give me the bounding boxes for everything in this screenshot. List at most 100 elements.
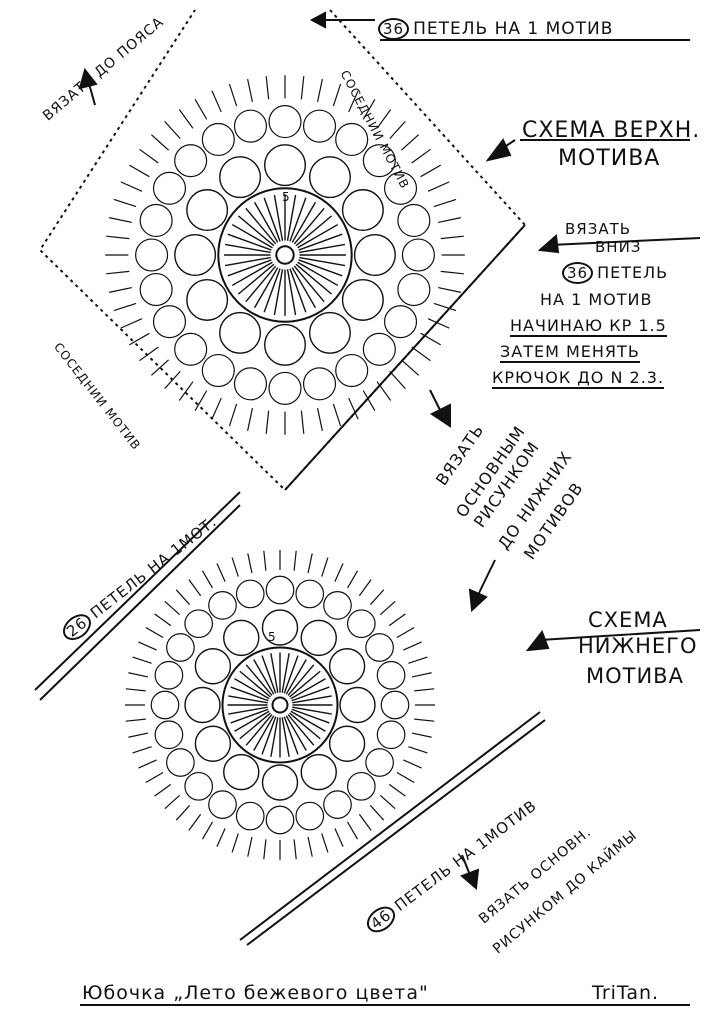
stitch-spoke: [290, 710, 326, 732]
border-stitch: [247, 836, 253, 857]
stitch-spoke: [239, 712, 271, 740]
border-stitch: [125, 718, 146, 722]
border-stitch: [438, 217, 461, 224]
border-stitch: [400, 359, 420, 376]
border-stitch: [379, 600, 396, 616]
stitch-spoke: [289, 712, 321, 740]
border-stitch: [128, 732, 149, 738]
down-count-circle: 36: [562, 262, 594, 284]
stitch-spoke: [270, 653, 279, 693]
petal-loop: [186, 278, 229, 321]
border-stitch: [145, 626, 164, 639]
border-stitch: [145, 771, 164, 784]
petal-loop: [339, 686, 376, 724]
border-stitch: [334, 828, 344, 847]
stitch-spoke: [283, 716, 299, 755]
petal-loop: [300, 619, 337, 657]
stitch-spoke: [234, 678, 270, 700]
border-stitch: [411, 148, 431, 164]
outer-arch: [383, 305, 418, 339]
outer-arch: [201, 353, 235, 388]
stitch-spoke: [291, 708, 330, 724]
border-stitch: [369, 804, 385, 821]
petal-loop: [219, 311, 262, 354]
border-stitch: [120, 181, 143, 192]
border-stitch: [113, 302, 137, 312]
stitch-spoke: [230, 708, 269, 724]
stitch-spoke: [287, 714, 315, 746]
stitch-spoke: [291, 686, 330, 702]
outer-arch: [152, 305, 187, 339]
outer-arch: [139, 272, 173, 307]
border-stitch: [411, 732, 432, 738]
stitch-spoke: [253, 659, 275, 695]
border-stitch: [194, 390, 208, 412]
border-stitch: [150, 134, 170, 151]
border-stitch: [109, 217, 132, 224]
stitch-spoke: [286, 194, 297, 241]
petal-loop: [353, 233, 396, 276]
border-stitch: [201, 821, 214, 840]
petal-loop: [223, 619, 260, 657]
outer-arch: [335, 122, 369, 157]
outer-arch: [235, 801, 265, 831]
stitch-spoke: [289, 268, 307, 313]
border-stitch: [263, 550, 267, 571]
stitch-spoke: [245, 664, 273, 696]
outer-arch: [397, 203, 431, 238]
stitch-spoke: [237, 263, 275, 295]
border-stitch: [128, 164, 150, 178]
outer-arch: [268, 371, 302, 405]
border-stitch: [362, 98, 376, 120]
outer-arch: [233, 109, 268, 143]
petal-loop: [184, 686, 221, 724]
stitch-spoke: [263, 197, 281, 242]
border-stitch: [178, 109, 194, 129]
border-stitch: [300, 410, 305, 434]
annotation-arrows: [78, 11, 701, 1006]
petal-loop: [264, 144, 307, 187]
border-stitch: [175, 804, 191, 821]
outer-arch: [376, 720, 406, 750]
border-stitch: [348, 397, 359, 420]
bottom-motif-title-1: схема: [588, 608, 668, 632]
down-note-1: вязать: [565, 220, 632, 238]
border-stitch: [293, 550, 297, 571]
border-stitch: [228, 403, 238, 427]
border-stitch: [389, 370, 406, 390]
outer-arch: [401, 238, 435, 272]
bottom-motif-title-2: нижнего: [578, 634, 698, 658]
petal-loop: [194, 648, 232, 685]
border-stitch: [125, 688, 146, 692]
petal-loop: [223, 753, 260, 791]
border-stitch: [358, 579, 372, 597]
stitch-spoke: [224, 256, 271, 267]
border-stitch: [316, 408, 323, 431]
outer-arch: [208, 790, 237, 819]
inner-ring: [217, 187, 353, 323]
border-stitch: [414, 718, 435, 722]
outer-arch: [166, 748, 195, 777]
petal-loop: [300, 753, 337, 791]
border-stitch: [369, 589, 385, 606]
outer-arch: [152, 171, 187, 205]
stitch-spoke: [245, 265, 277, 303]
stitch-spoke: [231, 261, 273, 287]
stitch-spoke: [227, 233, 272, 251]
bottom-motif-chart: [34, 491, 546, 946]
border-stitch: [265, 410, 270, 434]
stitch-spoke: [231, 223, 273, 249]
border-stitch: [332, 403, 342, 427]
border-stitch: [403, 759, 422, 769]
border-stitch: [396, 626, 415, 639]
border-stitch: [164, 600, 181, 616]
stitch-spoke: [289, 197, 307, 242]
stitch-spoke: [261, 655, 277, 694]
border-stitch: [164, 794, 181, 810]
border-stitch: [211, 397, 222, 420]
outer-arch: [265, 575, 295, 605]
stitch-spoke: [285, 659, 307, 695]
down-note-6: затем менять: [500, 342, 640, 363]
border-stitch: [132, 656, 152, 664]
stitch-spoke: [270, 717, 279, 757]
